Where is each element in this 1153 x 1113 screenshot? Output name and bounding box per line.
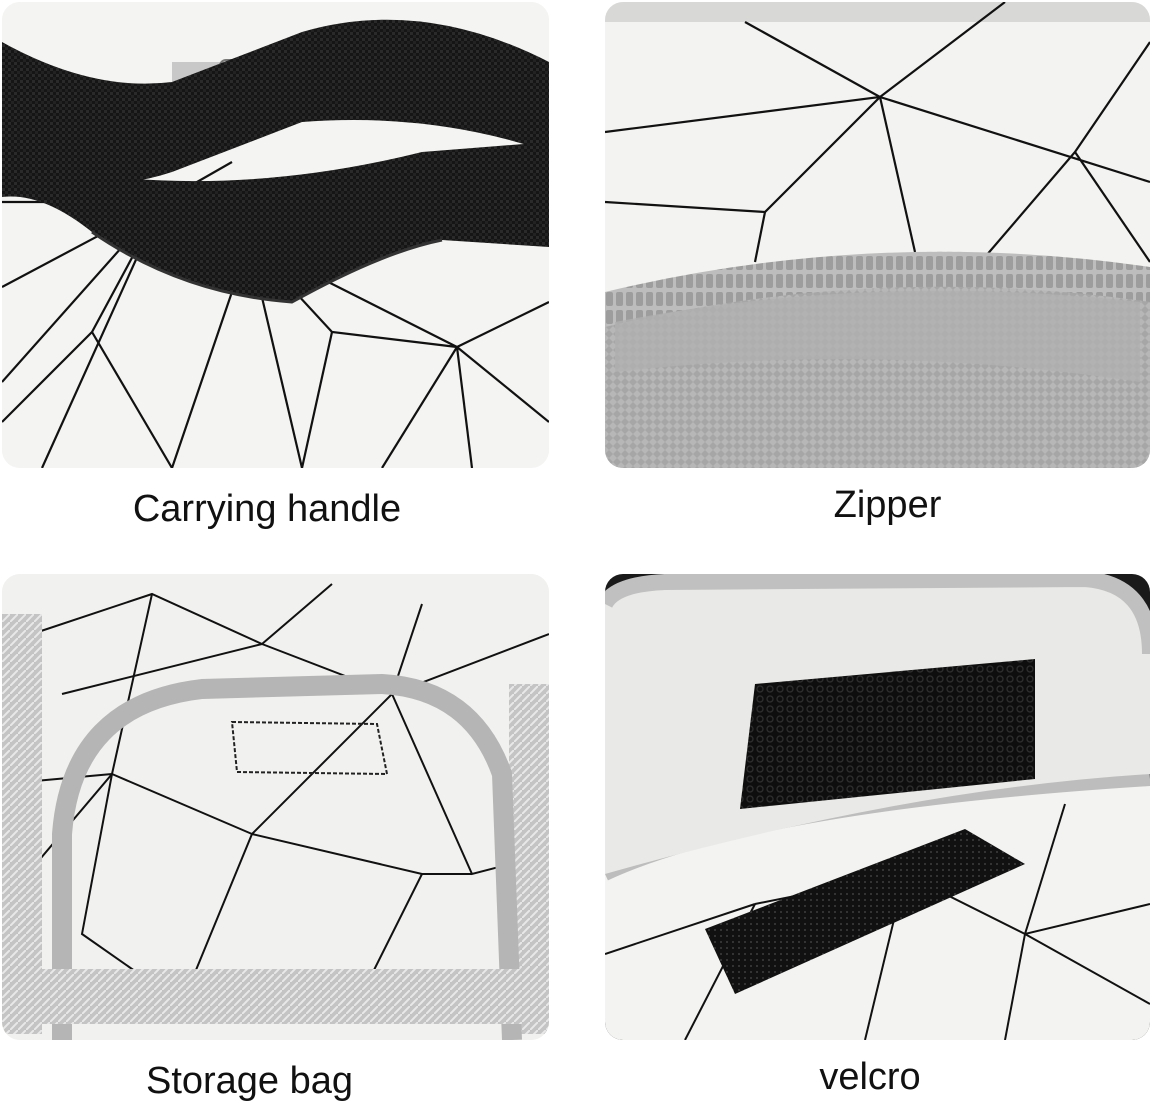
carrying-handle-photo: [2, 2, 549, 468]
storage-bag-image: [2, 574, 549, 1040]
velcro-loop-strip: [740, 659, 1035, 809]
pocket-binding: [52, 673, 522, 1040]
caption-storage-bag: Storage bag: [145, 1060, 354, 1102]
side-seam-left: [2, 614, 42, 1034]
upper-binding: [605, 574, 1150, 655]
caption-carrying-handle: Carrying handle: [132, 488, 402, 530]
storage-bag-photo: [2, 574, 549, 1040]
velcro-photo: [605, 574, 1150, 1040]
velcro-hook-strip: [705, 829, 1025, 994]
zipper-teeth: [605, 251, 1150, 327]
strap-back: [2, 19, 549, 184]
carrying-handle-image: [2, 2, 549, 468]
geometric-pattern: [605, 2, 1150, 263]
zipper-image: [605, 2, 1150, 468]
bottom-seam: [32, 969, 522, 1024]
zipper-photo: [605, 2, 1150, 468]
caption-velcro: velcro: [819, 1056, 921, 1098]
stitched-patch: [230, 720, 389, 776]
caption-zipper: Zipper: [833, 484, 942, 526]
velcro-image: [605, 574, 1150, 1040]
